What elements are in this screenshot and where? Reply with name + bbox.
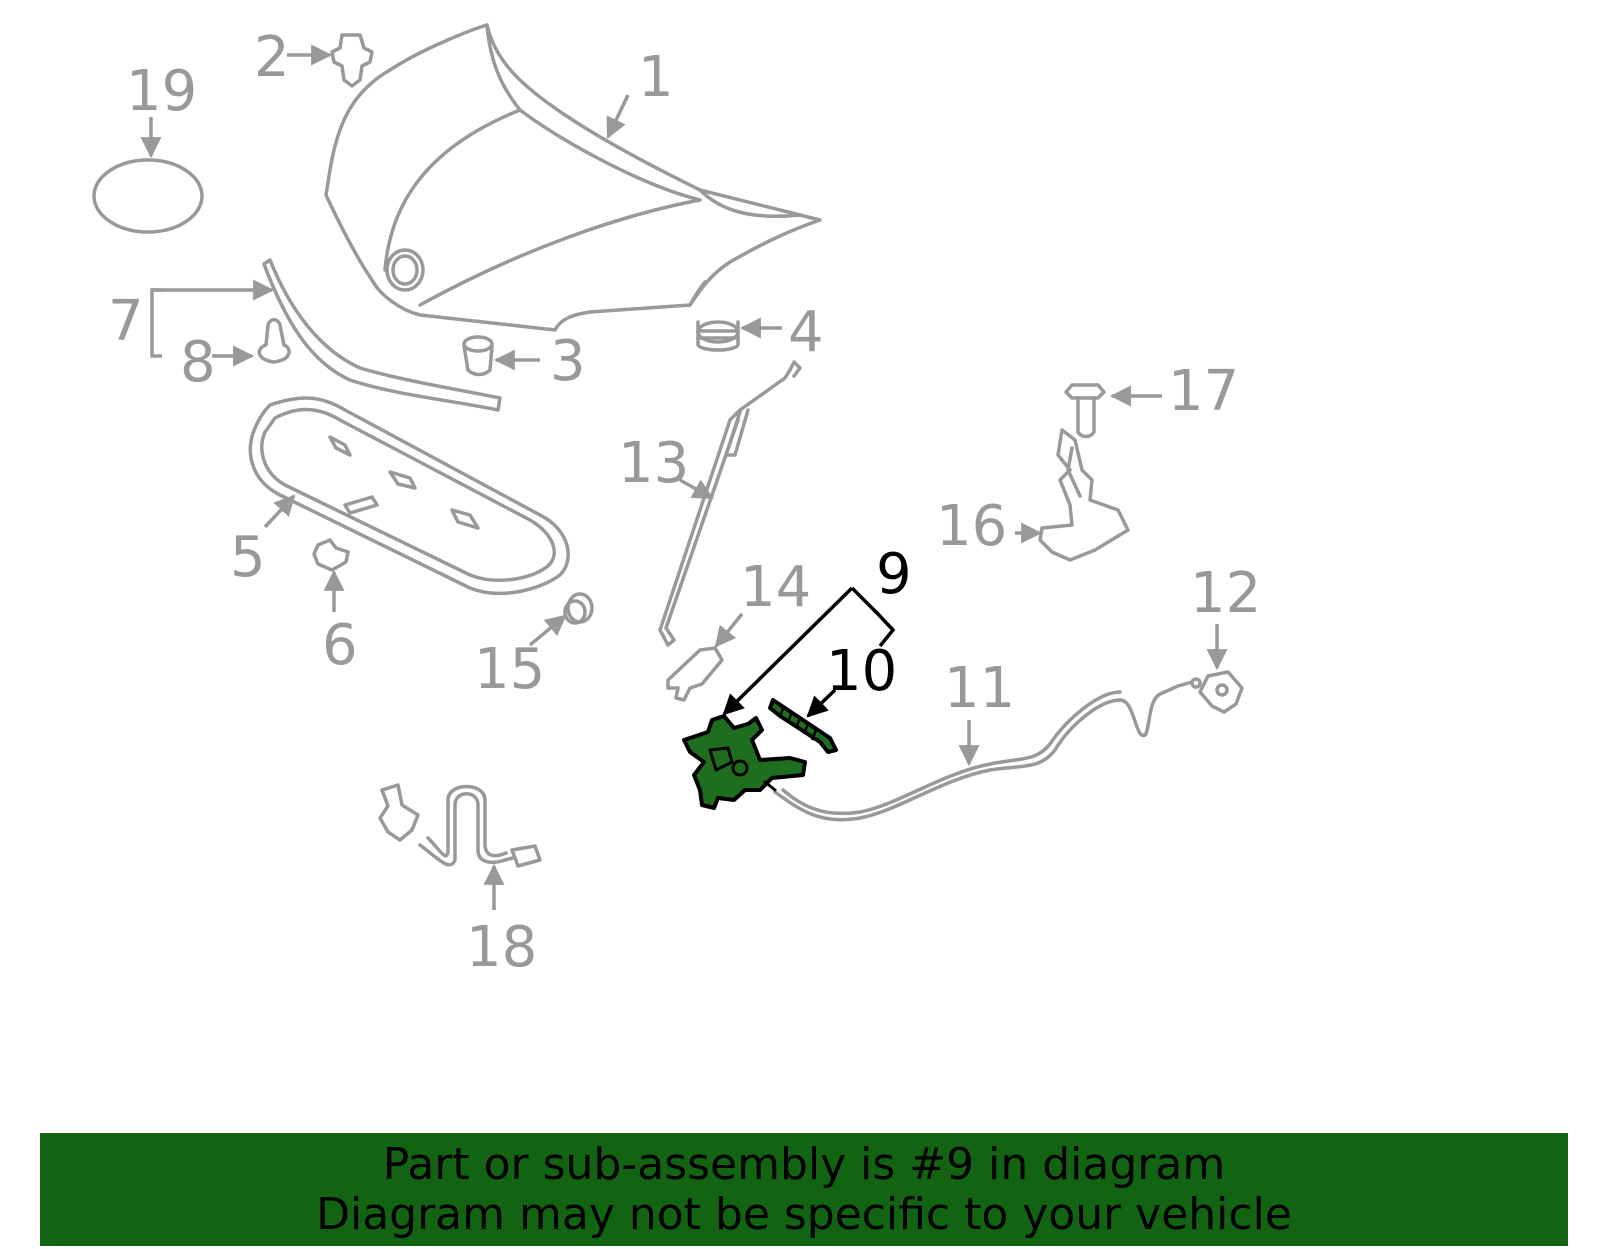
part-3-bumper[interactable] [462, 335, 494, 377]
part-1-hood[interactable] [324, 23, 822, 332]
callout-11: 11 [944, 656, 1015, 721]
part-9-hood-latch[interactable] [682, 714, 807, 810]
callout-14: 14 [740, 555, 811, 620]
callout-3: 3 [550, 329, 586, 394]
part-4-bumper[interactable] [696, 320, 740, 352]
callout-10: 10 [826, 639, 897, 704]
banner-line-part-number: Part or sub-assembly is #9 in diagram [382, 1138, 1226, 1190]
part-2-clip[interactable] [330, 33, 374, 88]
callout-19: 19 [126, 59, 197, 124]
part-7-seal-strip[interactable] [262, 258, 502, 412]
info-banner: Part or sub-assembly is #9 in diagram Di… [40, 1133, 1568, 1246]
part-14-rod-holder[interactable] [666, 646, 724, 702]
part-5-insulator[interactable] [248, 396, 570, 596]
callout-7: 7 [108, 289, 144, 354]
part-10-spring[interactable] [768, 698, 838, 754]
callout-17: 17 [1168, 359, 1239, 424]
part-8-clip[interactable] [257, 318, 291, 364]
part-16-hinge[interactable] [1038, 428, 1130, 562]
part-17-bolt[interactable] [1064, 383, 1106, 439]
callout-4: 4 [788, 300, 824, 365]
callout-15: 15 [474, 637, 545, 702]
callout-18: 18 [466, 915, 537, 980]
callout-8: 8 [180, 330, 216, 395]
part-19-seal-ring[interactable] [92, 158, 204, 234]
callout-2: 2 [254, 25, 290, 90]
part-11-release-cable[interactable] [773, 677, 1202, 822]
callout-5: 5 [230, 525, 266, 590]
part-13-support-rod[interactable] [658, 360, 802, 647]
callout-16: 16 [936, 494, 1007, 559]
part-15-grommet[interactable] [563, 592, 594, 625]
banner-line-disclaimer: Diagram may not be specific to your vehi… [316, 1188, 1292, 1240]
callout-13: 13 [618, 431, 689, 496]
part-6-clip[interactable] [312, 538, 350, 572]
part-12-release-handle[interactable] [1198, 670, 1244, 714]
callout-1: 1 [638, 45, 674, 110]
parts-diagram: 1 2 3 4 5 6 7 8 9 10 11 12 13 14 15 16 1… [92, 23, 1261, 980]
callout-9: 9 [876, 542, 912, 607]
callout-6: 6 [322, 613, 358, 678]
part-18-wire-harness[interactable] [378, 783, 542, 868]
callout-12: 12 [1190, 561, 1261, 626]
